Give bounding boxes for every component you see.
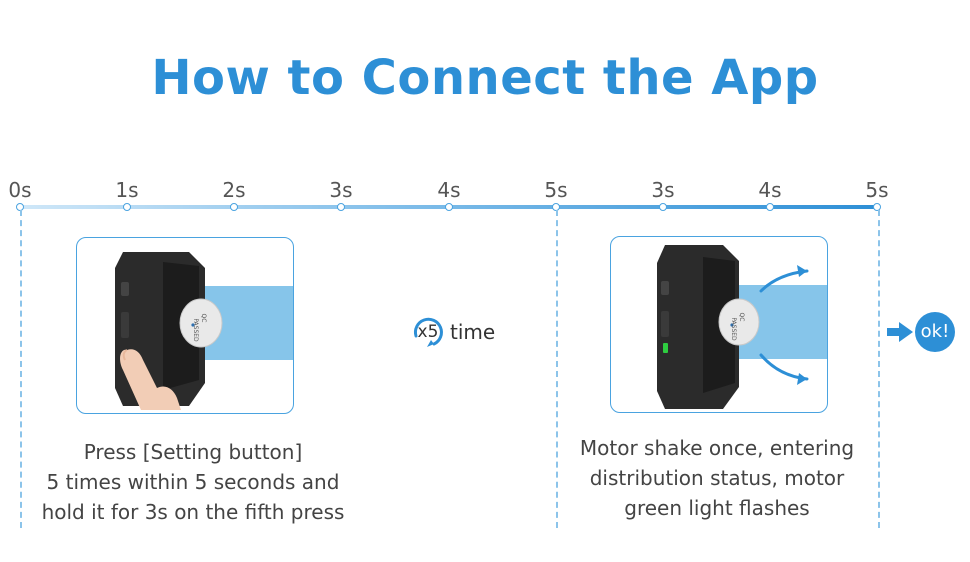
dashed-guide	[556, 210, 558, 528]
tick-label: 5s	[544, 178, 568, 202]
motor-shake-illustration: QC PASSED	[657, 245, 827, 409]
timeline-dot	[766, 203, 774, 211]
tick-label: 4s	[437, 178, 461, 202]
timeline-dot	[445, 203, 453, 211]
timeline-dot	[337, 203, 345, 211]
tick-label: 1s	[115, 178, 139, 202]
step-2-caption: Motor shake once, entering distribution …	[579, 436, 855, 520]
arrow-right-icon	[887, 322, 913, 342]
step-1-caption: Press [Setting button] 5 times within 5 …	[41, 440, 345, 524]
tick-label: 0s	[8, 178, 32, 202]
timeline-dot	[123, 203, 131, 211]
tick-label: 5s	[865, 178, 889, 202]
qc-label	[718, 298, 760, 346]
repeat-count: x5	[417, 322, 439, 342]
tick-label: 2s	[222, 178, 246, 202]
green-light-icon	[663, 343, 668, 353]
setting-button-icon	[661, 311, 669, 337]
tick-label: 3s	[651, 178, 675, 202]
finger-icon	[120, 349, 181, 410]
tick-label: 3s	[329, 178, 353, 202]
timeline-dot	[873, 203, 881, 211]
page-title: How to Connect the App	[151, 50, 819, 106]
ok-badge: ok!	[915, 312, 955, 352]
svg-text:PASSED: PASSED	[192, 318, 199, 342]
tick-label: 4s	[758, 178, 782, 202]
timeline-dot	[230, 203, 238, 211]
qc-label	[179, 298, 223, 348]
svg-text:QC: QC	[200, 314, 207, 323]
step-1-photo: QC PASSED	[76, 237, 294, 414]
repeat-indicator: x5 time	[410, 314, 495, 350]
svg-text:QC: QC	[738, 313, 745, 322]
dashed-guide	[878, 210, 880, 528]
timeline-dot	[659, 203, 667, 211]
svg-text:PASSED: PASSED	[730, 317, 737, 341]
repeat-unit: time	[450, 320, 496, 344]
setting-button-icon	[121, 312, 129, 338]
dashed-guide	[20, 210, 22, 528]
step-2-photo: QC PASSED	[610, 236, 828, 413]
result-indicator: ok!	[887, 312, 955, 352]
motor-press-illustration: QC PASSED	[115, 252, 293, 410]
repeat-cycle-icon: x5	[410, 314, 446, 350]
